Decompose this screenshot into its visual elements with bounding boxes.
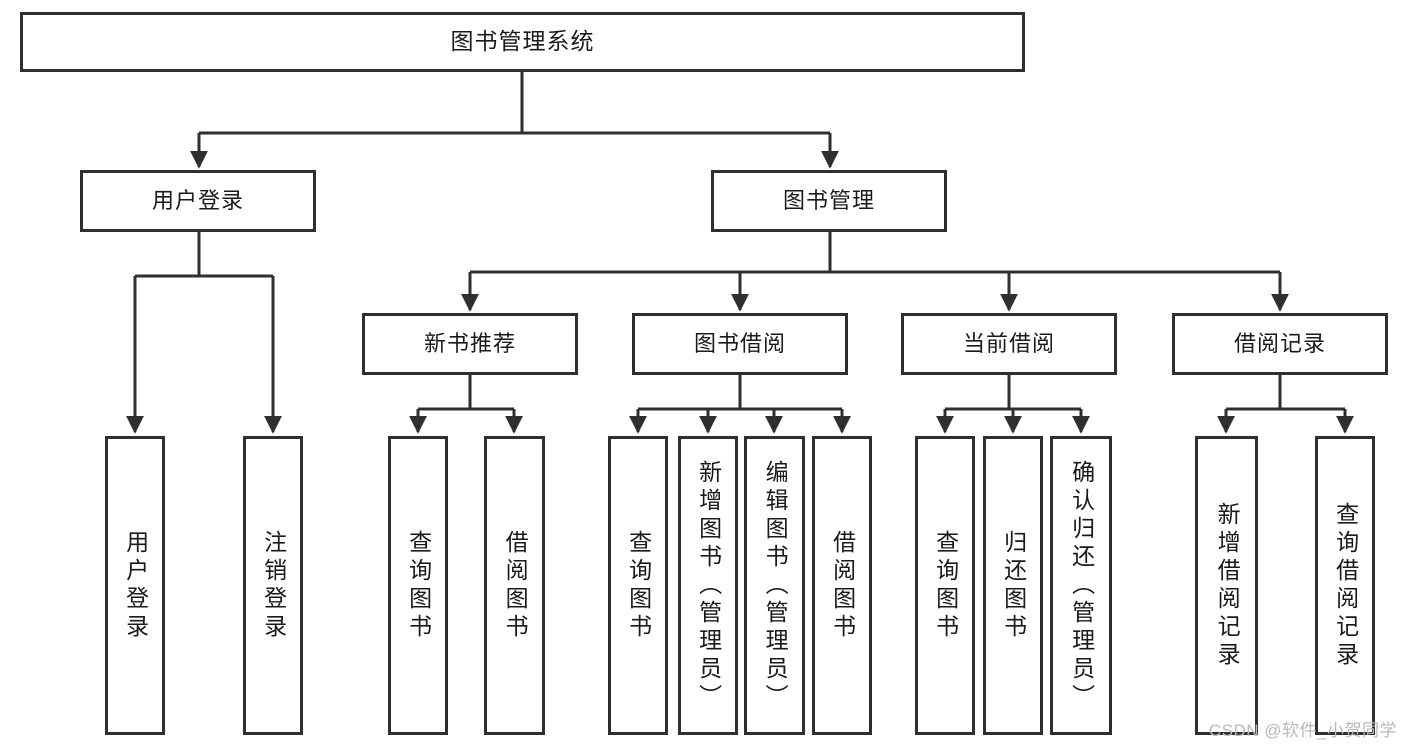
node-label: 用户登录 xyxy=(151,187,244,213)
leaf-user-login[interactable]: 用户登录 xyxy=(105,436,165,735)
node-label: 新书推荐 xyxy=(423,330,516,356)
node-label: 查询图书 xyxy=(625,529,652,642)
leaf-query-borrow-record[interactable]: 查询借阅记录 xyxy=(1315,436,1375,735)
leaf-add-book-admin[interactable]: 新增图书（管理员） xyxy=(678,436,738,735)
leaf-return-book[interactable]: 归还图书 xyxy=(983,436,1043,735)
node-label: 图书管理 xyxy=(782,187,875,213)
node-borrow-record[interactable]: 借阅记录 xyxy=(1172,313,1388,375)
watermark: CSDN @软件_小贺同学 xyxy=(1208,721,1397,740)
leaf-query-book-borrow[interactable]: 查询图书 xyxy=(608,436,668,735)
leaf-add-borrow-record[interactable]: 新增借阅记录 xyxy=(1195,436,1258,735)
leaf-edit-book-admin[interactable]: 编辑图书（管理员） xyxy=(744,436,805,735)
node-label: 编辑图书（管理员） xyxy=(762,459,789,712)
leaf-logout-login[interactable]: 注销登录 xyxy=(243,436,303,735)
node-label: 图书借阅 xyxy=(693,330,786,356)
leaf-query-book-recommend[interactable]: 查询图书 xyxy=(388,436,448,735)
node-current-borrow[interactable]: 当前借阅 xyxy=(901,313,1117,375)
node-label: 归还图书 xyxy=(1000,529,1027,642)
leaf-borrow-book[interactable]: 借阅图书 xyxy=(812,436,872,735)
node-label: 查询图书 xyxy=(405,529,432,642)
node-root-system[interactable]: 图书管理系统 xyxy=(20,12,1025,72)
node-label: 借阅图书 xyxy=(502,529,529,642)
node-label: 借阅图书 xyxy=(829,529,856,642)
node-new-book-recommend[interactable]: 新书推荐 xyxy=(362,313,578,375)
node-label: 用户登录 xyxy=(122,529,149,642)
node-label: 新增图书（管理员） xyxy=(695,459,722,712)
leaf-query-book-current[interactable]: 查询图书 xyxy=(915,436,975,735)
node-label: 注销登录 xyxy=(260,529,287,642)
node-user-login[interactable]: 用户登录 xyxy=(80,170,316,232)
node-book-management[interactable]: 图书管理 xyxy=(711,170,947,232)
leaf-borrow-book-recommend[interactable]: 借阅图书 xyxy=(484,436,545,735)
leaf-confirm-return-admin[interactable]: 确认归还（管理员） xyxy=(1050,436,1112,735)
node-label: 查询图书 xyxy=(932,529,959,642)
node-label: 查询借阅记录 xyxy=(1332,501,1359,670)
node-book-borrow[interactable]: 图书借阅 xyxy=(632,313,848,375)
node-label: 借阅记录 xyxy=(1233,330,1326,356)
node-label: 新增借阅记录 xyxy=(1214,501,1241,670)
node-label: 确认归还（管理员） xyxy=(1068,459,1095,712)
node-label: 当前借阅 xyxy=(962,330,1055,356)
node-label: 图书管理系统 xyxy=(450,28,595,55)
